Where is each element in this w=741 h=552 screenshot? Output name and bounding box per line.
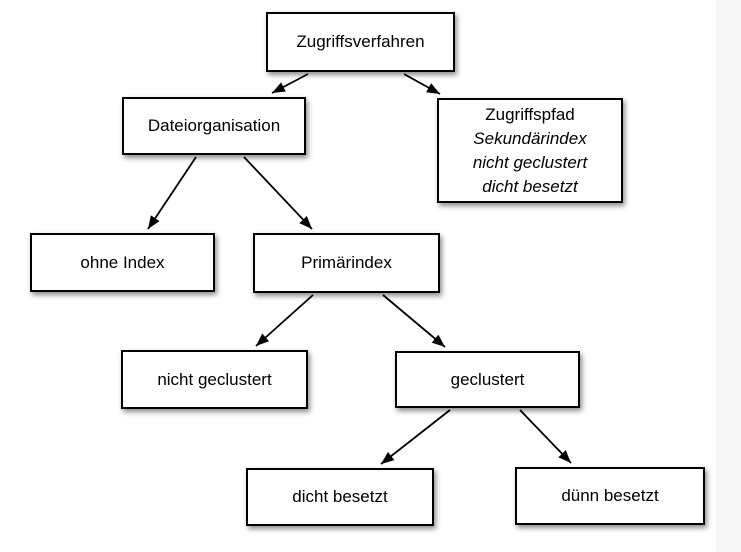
- node-zugriffspfad-line-dicht-besetzt: dicht besetzt: [482, 176, 578, 196]
- node-geclustert: geclustert: [395, 351, 580, 408]
- edge-dateiorganisation-primaerindex: [243, 156, 313, 230]
- edge-geclustert-dicht-besetzt: [380, 409, 451, 465]
- node-duenn-besetzt: dünn besetzt: [515, 467, 705, 525]
- node-dicht-besetzt: dicht besetzt: [246, 468, 434, 526]
- node-zugriffspfad-line-nicht-geclustert: nicht geclustert: [472, 152, 588, 172]
- node-dicht-besetzt-label: dicht besetzt: [292, 487, 388, 506]
- edge-geclustert-duenn-besetzt: [519, 409, 572, 464]
- edge-primaerindex-geclustert: [382, 294, 446, 348]
- node-geclustert-label: geclustert: [450, 369, 525, 389]
- edge-primaerindex-nicht-geclustert: [255, 294, 314, 347]
- node-ohne-index-label: ohne Index: [80, 252, 165, 272]
- node-primaerindex: Primärindex: [253, 233, 440, 293]
- edge-zugriffsverfahren-zugriffspfad: [403, 73, 441, 95]
- node-primaerindex-label: Primärindex: [301, 253, 392, 272]
- node-zugriffspfad: Zugriffspfad Sekundärindex nicht geclust…: [437, 98, 623, 203]
- right-edge-strip: [716, 0, 741, 552]
- edge-zugriffsverfahren-dateiorganisation: [271, 73, 309, 94]
- edge-dateiorganisation-ohne-index: [147, 156, 197, 230]
- node-duenn-besetzt-label: dünn besetzt: [561, 486, 659, 505]
- node-zugriffsverfahren: Zugriffsverfahren: [266, 12, 455, 72]
- node-dateiorganisation-label: Dateiorganisation: [147, 116, 281, 135]
- node-nicht-geclustert: nicht geclustert: [121, 350, 308, 409]
- node-dateiorganisation: Dateiorganisation: [122, 97, 306, 155]
- node-ohne-index: ohne Index: [30, 233, 215, 292]
- node-zugriffspfad-line-sekundaerindex: Sekundärindex: [473, 128, 587, 148]
- node-zugriffspfad-title: Zugriffspfad: [485, 104, 575, 124]
- node-nicht-geclustert-label: nicht geclustert: [157, 369, 272, 389]
- node-zugriffsverfahren-label: Zugriffsverfahren: [296, 32, 425, 51]
